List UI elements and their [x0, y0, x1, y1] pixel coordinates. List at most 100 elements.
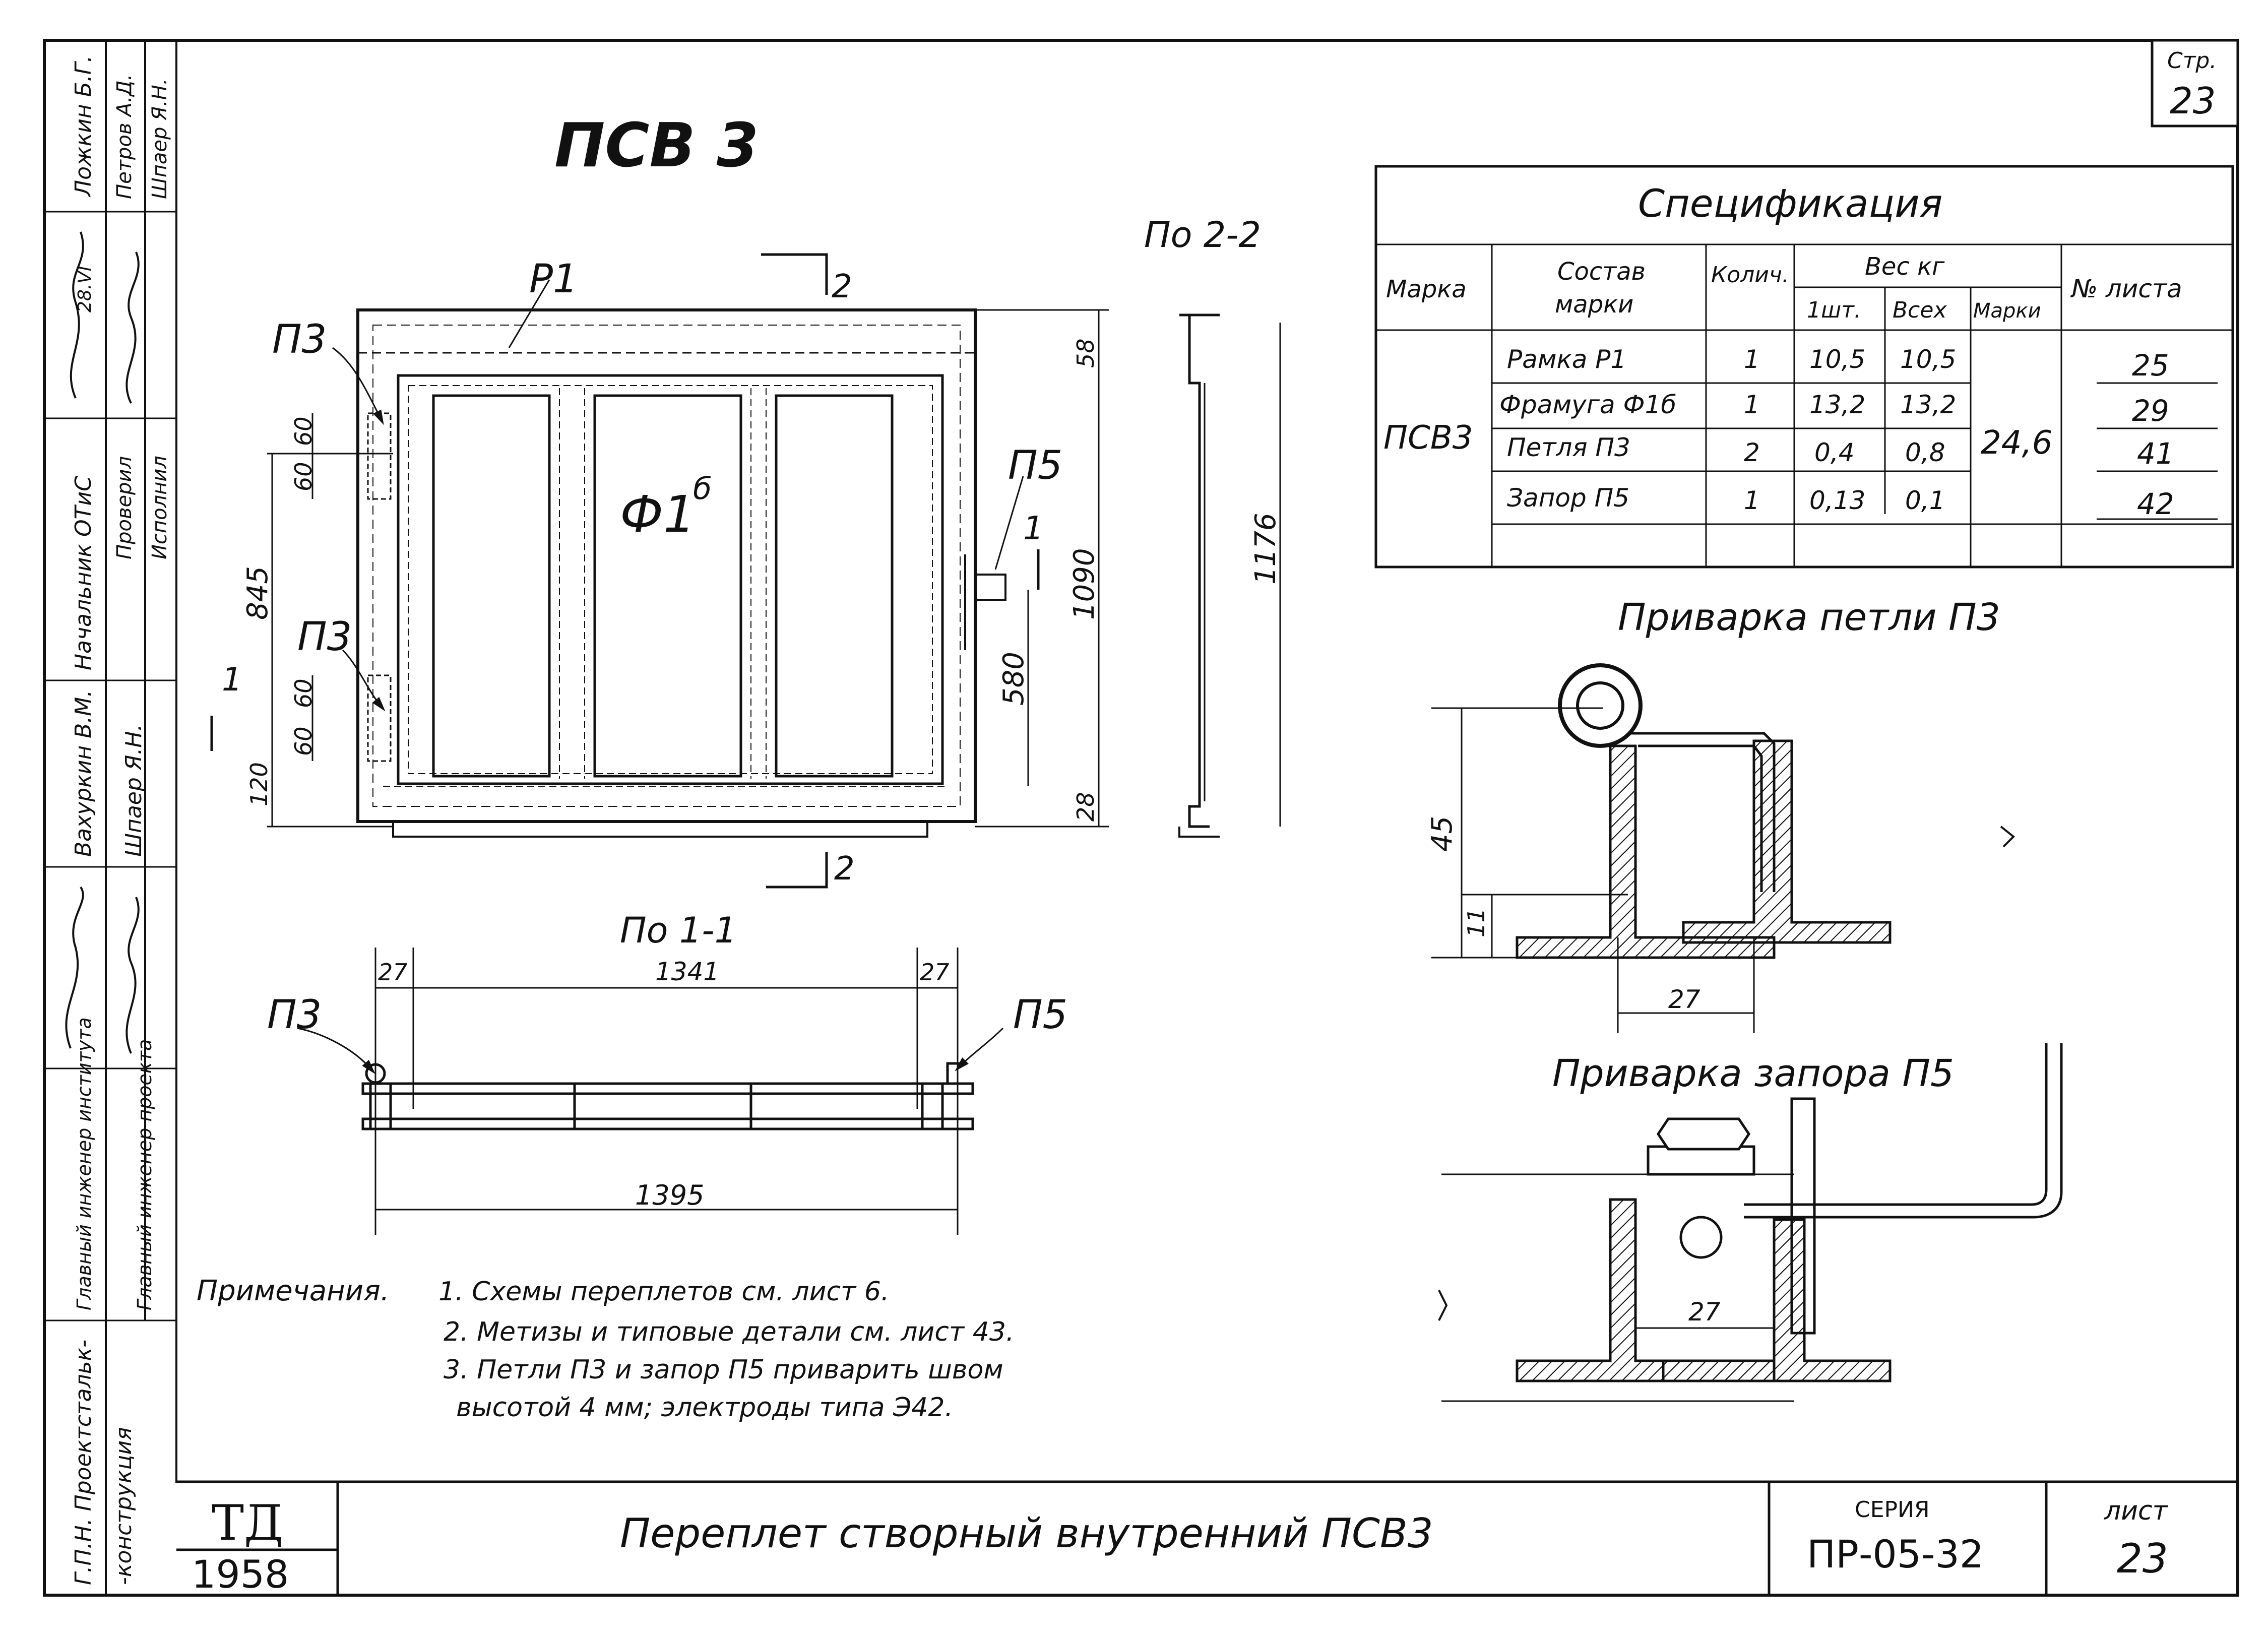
section-arrow-1-right: 1 [1023, 510, 1044, 547]
window-plan-view [356, 308, 1006, 838]
dim-60b: 60 [290, 462, 317, 491]
detail-hinge-dim-45: 45 [1426, 816, 1459, 852]
stamp-role-1: Главный инженер института [73, 1017, 95, 1310]
spec-row-1-qty: 1 [1744, 345, 1760, 374]
corner-page-box: Стр. 23 [2151, 39, 2239, 128]
spec-row-4-unit: 0,13 [1809, 486, 1865, 515]
signature-1 [65, 886, 84, 1049]
spec-row-1-sheet: 25 [2132, 348, 2169, 383]
spec-mark-value: ПСВ3 [1383, 419, 1473, 457]
title-td: ТД [212, 1495, 283, 1551]
spec-row-2-unit: 13,2 [1809, 390, 1865, 419]
dim-27b: 27 [920, 959, 950, 986]
plan-dimension-lines [267, 309, 1281, 828]
note-3: 3. Петли П3 и запор П5 приварить швом [444, 1355, 1003, 1385]
notes-heading: Примечания. [197, 1275, 390, 1307]
signature-4 [125, 251, 140, 404]
section-1-1-label: По 1-1 [620, 910, 737, 951]
plan-annotations [210, 253, 1040, 889]
label-p5-section: П5 [1013, 992, 1067, 1038]
spec-header-composition-1: Состав [1557, 258, 1646, 286]
label-p3-section: П3 [267, 992, 322, 1038]
spec-row-1-all: 10,5 [1900, 345, 1956, 374]
note-4: высотой 4 мм; электроды типа Э42. [456, 1393, 953, 1423]
dim-27a: 27 [378, 959, 408, 986]
spec-row-3-qty: 2 [1744, 438, 1760, 467]
stamp-role-5: Исполнил [148, 456, 171, 559]
section-arrow-2-bottom: 2 [834, 850, 855, 888]
spec-header-w-all: Всех [1893, 297, 1947, 323]
stamp-name-5: Шпаер Я.Н. [121, 724, 147, 857]
detail-lock-dim-27: 27 [1688, 1297, 1721, 1327]
dim-1090: 1090 [1068, 548, 1101, 620]
spec-row-3-sheet: 41 [2137, 436, 2174, 471]
stamp-name-4: Вахуркин В.М. [71, 690, 96, 857]
note-1: 1. Схемы переплетов см. лист 6. [438, 1277, 889, 1307]
title-sheet-label: лист [2104, 1496, 2169, 1526]
label-p5: П5 [1008, 443, 1062, 488]
signature-2 [125, 897, 140, 1054]
title-year: 1958 [192, 1552, 289, 1597]
dim-120: 120 [245, 762, 273, 806]
section-1-1-dimensions [297, 948, 1004, 1235]
spec-row-4-all: 0,1 [1905, 486, 1945, 515]
spec-row-4-qty: 1 [1744, 486, 1760, 515]
corner-page-label: Стр. [2167, 48, 2217, 74]
spec-mark-weight: 24,6 [1981, 424, 2053, 462]
label-p3-mid: П3 [297, 614, 352, 660]
spec-row-1-name: Рамка Р1 [1507, 345, 1626, 374]
title-main: Переплет створный внутренний ПСВ3 [620, 1510, 1433, 1557]
label-p1: Р1 [529, 257, 578, 302]
detail-hinge-drawing [1431, 663, 2015, 1033]
spec-row-2-all: 13,2 [1900, 390, 1956, 419]
stamp-name-2: Петров А.Д. [113, 74, 136, 199]
dim-60c: 60 [290, 678, 317, 708]
stamp-role-3: Начальник ОТиС [71, 476, 96, 670]
detail-hinge-dim-11: 11 [1463, 908, 1490, 937]
title-series: ПР-05-32 [1807, 1532, 1984, 1577]
dim-60a: 60 [290, 416, 317, 446]
spec-header-weight: Вес кг [1865, 253, 1945, 281]
label-p3-top: П3 [272, 317, 327, 362]
stamp-org-1: Г.П.Н. Проектстальк- [71, 1340, 96, 1585]
spec-table: Спецификация Марка Состав марки Колич. В… [1374, 165, 2234, 569]
drawing-title: ПСВ 3 [554, 111, 759, 181]
dim-580: 580 [997, 652, 1030, 706]
note-2: 2. Метизы и типовые детали см. лист 43. [444, 1317, 1014, 1347]
spec-row-2-qty: 1 [1744, 390, 1760, 419]
spec-row-4-sheet: 42 [2137, 487, 2174, 521]
dim-1341: 1341 [655, 957, 719, 986]
section-2-2-label: По 2-2 [1144, 214, 1261, 256]
section-arrow-1-left: 1 [222, 661, 242, 699]
spec-row-3-name: Петля П3 [1507, 433, 1630, 462]
spec-row-1-unit: 10,5 [1809, 345, 1865, 374]
section-arrow-2-top: 2 [832, 268, 852, 305]
stamp-name-3: Шпаер Я.Н. [148, 79, 171, 199]
side-profile-2-2 [1178, 313, 1220, 838]
spec-header-w-mark: Марки [1973, 299, 2041, 323]
stamp-date: 28.VI [75, 266, 95, 313]
dim-1395: 1395 [635, 1179, 704, 1211]
corner-page-number: 23 [2170, 80, 2216, 122]
spec-header-mark: Марка [1386, 275, 1467, 303]
stamp-role-4: Проверил [113, 456, 136, 559]
spec-header-qty: Колич. [1711, 262, 1789, 288]
spec-row-3-unit: 0,4 [1814, 438, 1855, 467]
spec-row-4-name: Запор П5 [1507, 483, 1629, 513]
spec-row-2-name: Фрамуга Ф1б [1499, 390, 1676, 419]
spec-row-2-sheet: 29 [2132, 394, 2169, 428]
spec-row-3-all: 0,8 [1905, 438, 1945, 467]
label-f1: Ф1 [620, 485, 696, 544]
detail-lock-title: Приварка запора П5 [1552, 1052, 1954, 1095]
detail-lock-drawing [1438, 1043, 2063, 1402]
detail-hinge-dim-27: 27 [1668, 985, 1700, 1014]
detail-hinge-title: Приварка петли П3 [1618, 596, 2000, 639]
dim-60d: 60 [290, 726, 317, 756]
title-series-label: СЕРИЯ [1855, 1497, 1930, 1523]
title-block: ТД 1958 Переплет створный внутренний ПСВ… [176, 1480, 2238, 1597]
signature-3 [70, 231, 84, 399]
stamp-org-2: -конструкция [111, 1427, 137, 1585]
title-sheet: 23 [2117, 1535, 2168, 1582]
side-stamp: Ложкин Б.Г. Петров А.Д. Шпаер Я.Н. 28.VI… [44, 40, 176, 1595]
spec-title: Спецификация [1638, 181, 1942, 226]
